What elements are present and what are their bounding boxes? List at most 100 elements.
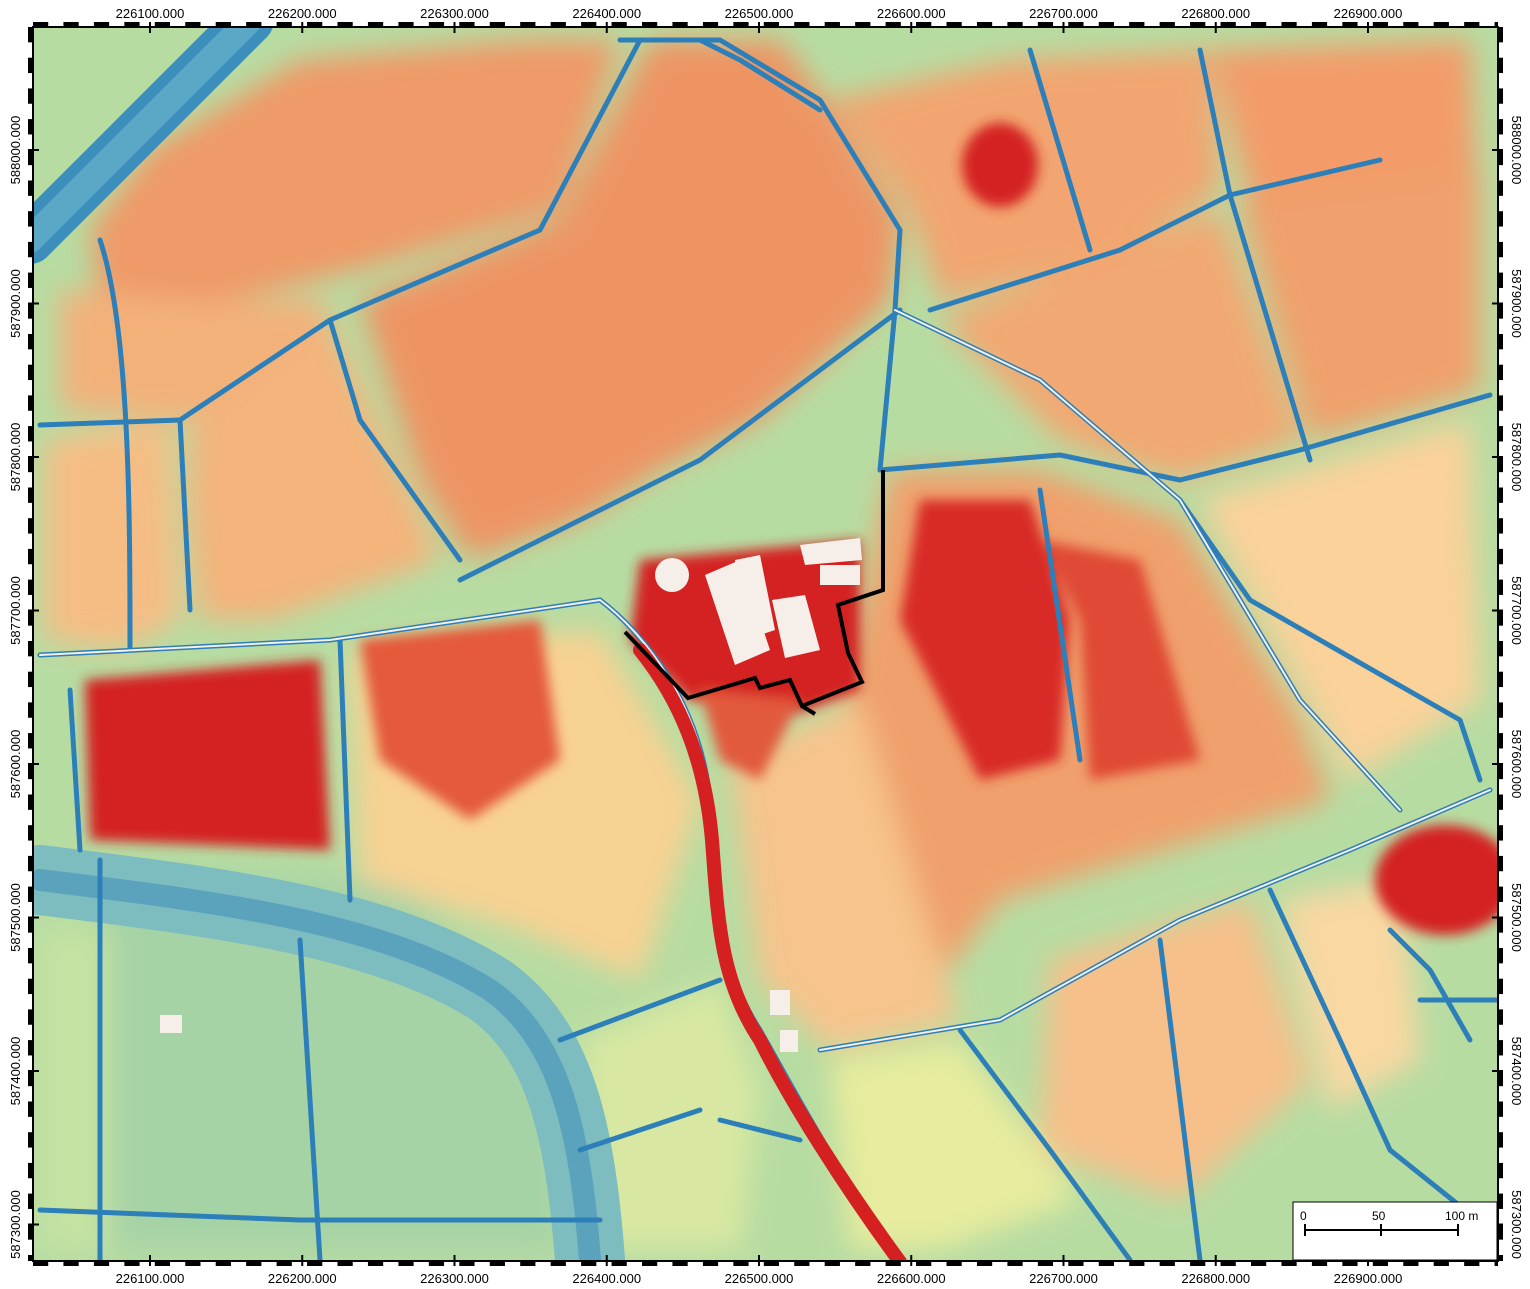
ditch-edge [819, 789, 1491, 1051]
frame-bar [1498, 211, 1503, 227]
frame-bar [28, 395, 33, 411]
frame-bar [337, 1261, 353, 1266]
x-label-top: 226600.000 [877, 6, 946, 21]
frame-bar [215, 1261, 231, 1266]
frame-bar [1251, 22, 1267, 27]
frame-bar [1129, 22, 1145, 27]
frame-bar [1498, 1224, 1503, 1240]
frame-bar [733, 1261, 749, 1266]
road-embankment [633, 643, 907, 1261]
y-label-right: 587600.000 [1509, 730, 1524, 799]
frame-bar [1220, 1261, 1236, 1266]
ditch [297, 937, 323, 1261]
frame-bar [550, 1261, 566, 1266]
frame-bar [489, 1261, 505, 1266]
frame-bar [1098, 1261, 1114, 1266]
farm-buildings [160, 538, 862, 1052]
field-patch [730, 700, 960, 1050]
frame-bar [28, 487, 33, 503]
frame-bar [28, 579, 33, 595]
frame-bar [1281, 22, 1297, 27]
ditch [177, 37, 643, 423]
frame-bar [28, 948, 33, 964]
frame-bar [28, 1009, 33, 1025]
barn [705, 560, 770, 665]
frame-bar [28, 610, 33, 626]
frame-bar [1007, 1261, 1023, 1266]
frame-bar [642, 1261, 658, 1266]
field-patch [1280, 880, 1420, 1110]
ditch [1027, 47, 1093, 253]
frame-bar [1464, 1261, 1480, 1266]
frame-bar [520, 22, 536, 27]
ditch [877, 392, 1493, 483]
frame-bar [28, 57, 33, 74]
shed [800, 538, 862, 565]
frame-bar [1498, 1070, 1503, 1087]
frame-bar [1498, 426, 1503, 442]
ditch [1157, 937, 1203, 1261]
ditch [327, 317, 463, 563]
frame-bar [28, 180, 33, 196]
frame-bar [1159, 1261, 1175, 1266]
frame-bar [1498, 303, 1503, 319]
shed [820, 565, 860, 585]
frame-bar [63, 22, 79, 27]
ditch [927, 157, 1383, 313]
frame-bar [1498, 610, 1503, 626]
frame-bar [1498, 886, 1503, 902]
y-label-left: 587800.000 [8, 423, 23, 492]
x-label-top: 226500.000 [725, 6, 794, 21]
x-label-bottom: 226300.000 [420, 1271, 489, 1286]
elevation-raster [33, 27, 1498, 1261]
ditch [577, 1107, 703, 1153]
y-label-right: 587900.000 [1509, 269, 1524, 338]
frame-bar [1129, 1261, 1145, 1266]
y-label-left: 587500.000 [8, 883, 23, 952]
frame-bar [1498, 518, 1503, 534]
frame-bar [672, 22, 688, 27]
frame-bar [1498, 702, 1503, 718]
frame-bar [611, 1261, 627, 1266]
y-label-left: 587900.000 [8, 269, 23, 338]
x-label-bottom: 226700.000 [1029, 1271, 1098, 1286]
ditch [97, 237, 133, 653]
y-label-left: 587700.000 [8, 576, 23, 645]
frame-bar [1342, 22, 1358, 27]
frame-bar [28, 548, 33, 565]
frame-bar [28, 794, 33, 810]
frame-bar [916, 22, 932, 27]
frame-bar [794, 22, 810, 27]
frame-bar [28, 1193, 33, 1209]
ditch [337, 637, 353, 903]
field-patch [360, 40, 900, 560]
ditch [877, 307, 898, 473]
frame-bar [1281, 1261, 1297, 1266]
field-patch [1240, 170, 1480, 440]
high-zone [1040, 540, 1200, 780]
field-patches [40, 40, 1480, 1250]
ditch [557, 977, 723, 1043]
scale-bar: 0 50 100 m [1292, 1201, 1498, 1261]
frame-bar [1007, 22, 1023, 27]
frame-bar [672, 1261, 688, 1266]
frame-bar [1190, 1261, 1206, 1266]
frame-bar [28, 456, 33, 473]
high-zone [85, 660, 330, 850]
y-label-left: 588000.000 [8, 116, 23, 185]
ditch [1037, 487, 1083, 763]
frame-bar [1498, 1162, 1503, 1179]
y-label-left: 587600.000 [8, 730, 23, 799]
barn [735, 555, 775, 640]
frame-bar [976, 1261, 993, 1266]
y-label-right: 587700.000 [1509, 576, 1524, 645]
frame-bar [428, 1261, 445, 1266]
frame-bar [946, 22, 962, 27]
x-label-bottom: 226900.000 [1334, 1271, 1403, 1286]
x-label-top: 226300.000 [420, 6, 489, 21]
field-patch [190, 320, 440, 620]
x-label-bottom: 226600.000 [877, 1271, 946, 1286]
field-patch [830, 1040, 1080, 1250]
